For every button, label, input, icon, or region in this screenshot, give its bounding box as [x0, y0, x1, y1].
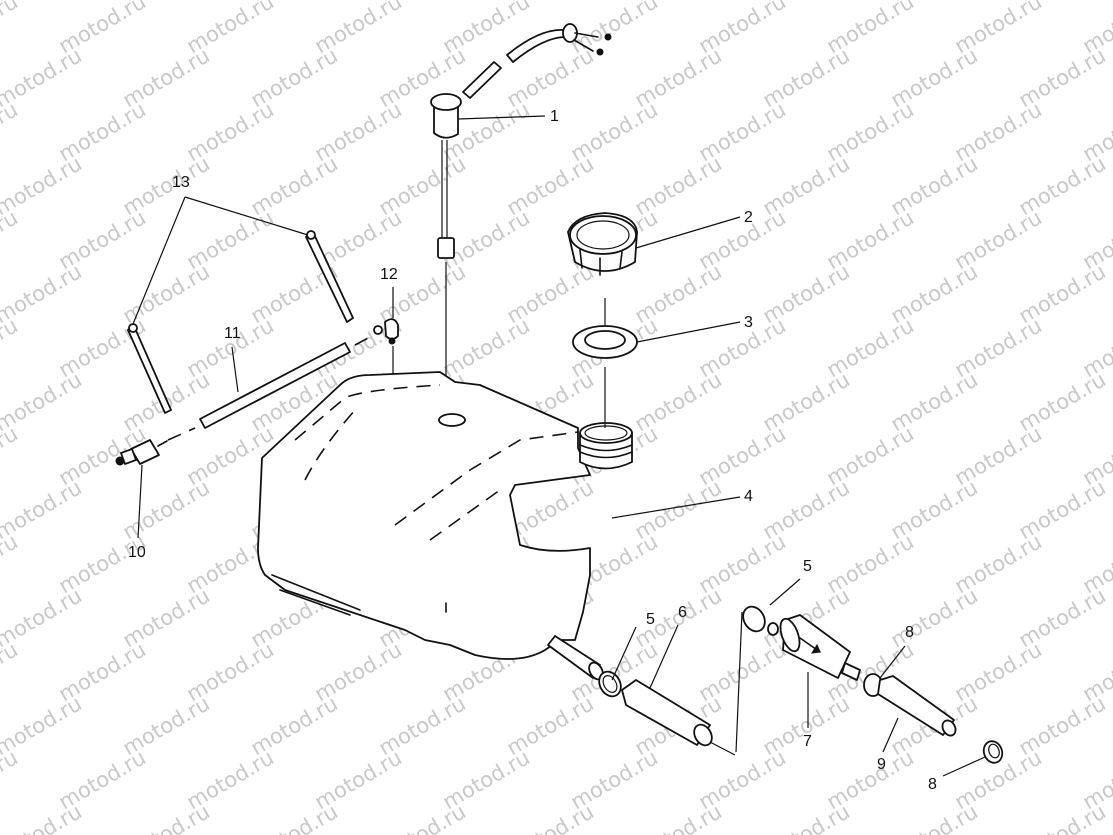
callout-labels: 1 2 3 4 5 5 6 7 8 8 9 10 11 12 13	[128, 108, 937, 793]
svg-text:motod.ru: motod.ru	[0, 637, 22, 706]
svg-text:motod.ru: motod.ru	[0, 97, 22, 166]
svg-text:motod.ru: motod.ru	[0, 583, 86, 652]
svg-text:motod.ru: motod.ru	[375, 799, 470, 835]
svg-text:motod.ru: motod.ru	[503, 799, 598, 835]
svg-text:motod.ru: motod.ru	[0, 745, 22, 814]
callout-9: 9	[877, 756, 886, 773]
svg-text:motod.ru: motod.ru	[119, 799, 214, 835]
callout-5-left: 5	[646, 611, 655, 628]
part-5-hose-clamp-right[interactable]	[735, 603, 779, 753]
leader-lines	[132, 115, 986, 777]
callout-5-right: 5	[803, 558, 812, 575]
part-7-fuel-filter[interactable]	[777, 614, 861, 681]
svg-text:motod.ru: motod.ru	[0, 151, 86, 220]
svg-text:motod.ru: motod.ru	[0, 799, 86, 835]
svg-text:motod.ru: motod.ru	[0, 0, 22, 58]
callout-1: 1	[550, 108, 559, 125]
callout-8-upper: 8	[905, 624, 914, 641]
callout-4: 4	[744, 488, 753, 505]
callout-10: 10	[128, 544, 146, 561]
svg-text:motod.ru: motod.ru	[247, 799, 342, 835]
part-9-fuel-hose[interactable]	[877, 675, 958, 738]
part-1-fuel-sender[interactable]	[430, 23, 612, 425]
part-2-fuel-cap[interactable]	[567, 212, 638, 330]
svg-text:motod.ru: motod.ru	[0, 367, 86, 436]
callout-7: 7	[803, 733, 812, 750]
svg-text:motod.ru: motod.ru	[0, 259, 86, 328]
part-13-tank-straps[interactable]	[127, 230, 354, 414]
callout-3: 3	[744, 314, 753, 331]
part-10-vent-valve[interactable]	[115, 427, 196, 466]
part-4-fuel-tank[interactable]	[257, 371, 633, 682]
svg-text:motod.ru: motod.ru	[759, 799, 854, 835]
callout-12: 12	[380, 266, 398, 283]
callout-8-lower: 8	[928, 776, 937, 793]
svg-text:motod.ru: motod.ru	[1015, 799, 1110, 835]
svg-text:motod.ru: motod.ru	[0, 313, 22, 382]
svg-text:motod.ru: motod.ru	[0, 475, 86, 544]
part-5-hose-clamp-left[interactable]	[595, 668, 625, 701]
part-6-fuel-hose[interactable]	[621, 679, 736, 756]
svg-text:motod.ru: motod.ru	[631, 799, 726, 835]
part-11-vent-hose[interactable]	[199, 335, 373, 429]
callout-2: 2	[744, 209, 753, 226]
callout-11: 11	[224, 325, 241, 342]
svg-text:motod.ru: motod.ru	[0, 205, 22, 274]
callout-13: 13	[172, 174, 190, 191]
part-3-gasket[interactable]	[572, 325, 638, 428]
callout-6: 6	[678, 604, 687, 621]
svg-text:motod.ru: motod.ru	[0, 691, 86, 760]
svg-text:motod.ru: motod.ru	[887, 799, 982, 835]
svg-text:motod.ru: motod.ru	[0, 43, 86, 112]
part-8-hose-clamp-lower[interactable]	[981, 739, 1005, 766]
svg-text:motod.ru: motod.ru	[0, 421, 22, 490]
svg-text:motod.ru: motod.ru	[0, 529, 22, 598]
